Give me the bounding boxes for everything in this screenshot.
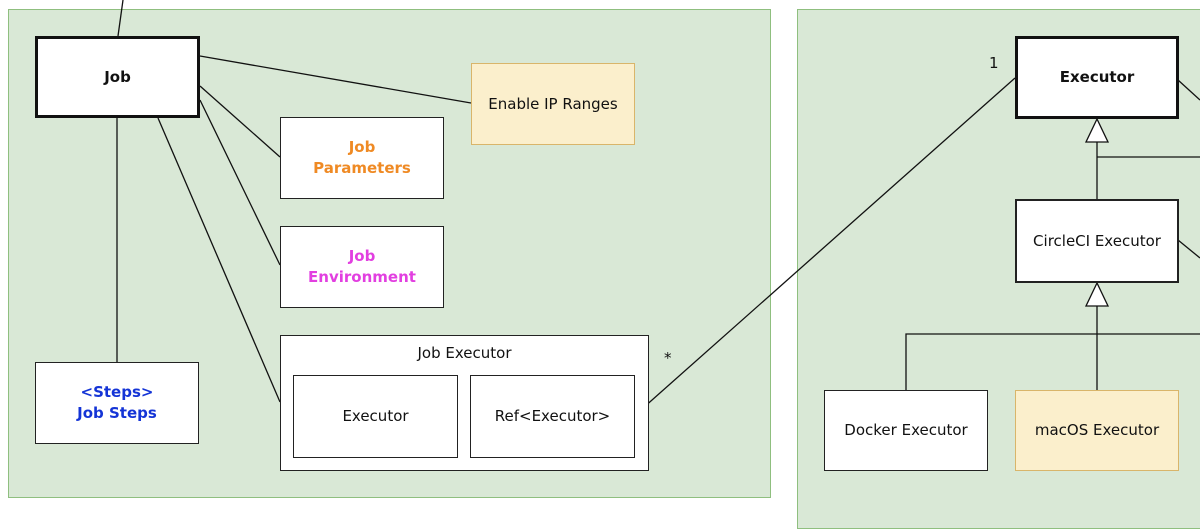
target-multiplicity: 1: [989, 54, 999, 72]
source-multiplicity: *: [664, 349, 672, 367]
circleci-executor-label: CircleCI Executor: [1033, 231, 1161, 250]
job-environment-box[interactable]: Job Environment: [280, 226, 444, 308]
job-box[interactable]: Job: [35, 36, 200, 118]
ref-executor-box[interactable]: Ref<Executor>: [470, 375, 635, 458]
job-parameters-line-2: Parameters: [313, 159, 411, 177]
enable-ip-ranges-box[interactable]: Enable IP Ranges: [471, 63, 635, 145]
enable-ip-ranges-label: Enable IP Ranges: [488, 94, 618, 113]
docker-executor-label: Docker Executor: [844, 421, 968, 439]
job-executor-title: Job Executor: [417, 344, 512, 362]
executor-slot-label: Executor: [342, 407, 409, 425]
circleci-executor-box[interactable]: CircleCI Executor: [1015, 199, 1179, 283]
job-steps-box[interactable]: <Steps> Job Steps: [35, 362, 199, 444]
job-environment-line-2: Environment: [308, 268, 416, 286]
executor-slot-box[interactable]: Executor: [293, 375, 458, 458]
macos-executor-label: macOS Executor: [1034, 421, 1160, 439]
job-steps-line-2: Job Steps: [77, 404, 157, 422]
executor-label: Executor: [1059, 68, 1135, 86]
job-parameters-box[interactable]: Job Parameters: [280, 117, 444, 199]
macos-executor-box[interactable]: macOS Executor: [1015, 390, 1179, 471]
job-label: Job: [104, 67, 131, 86]
job-steps-line-1: <Steps>: [80, 383, 154, 401]
job-parameters-line-1: Job: [348, 138, 376, 156]
docker-executor-box[interactable]: Docker Executor: [824, 390, 988, 471]
job-environment-line-1: Job: [348, 247, 376, 265]
executor-box[interactable]: Executor: [1015, 36, 1179, 119]
ref-executor-label: Ref<Executor>: [494, 407, 611, 425]
